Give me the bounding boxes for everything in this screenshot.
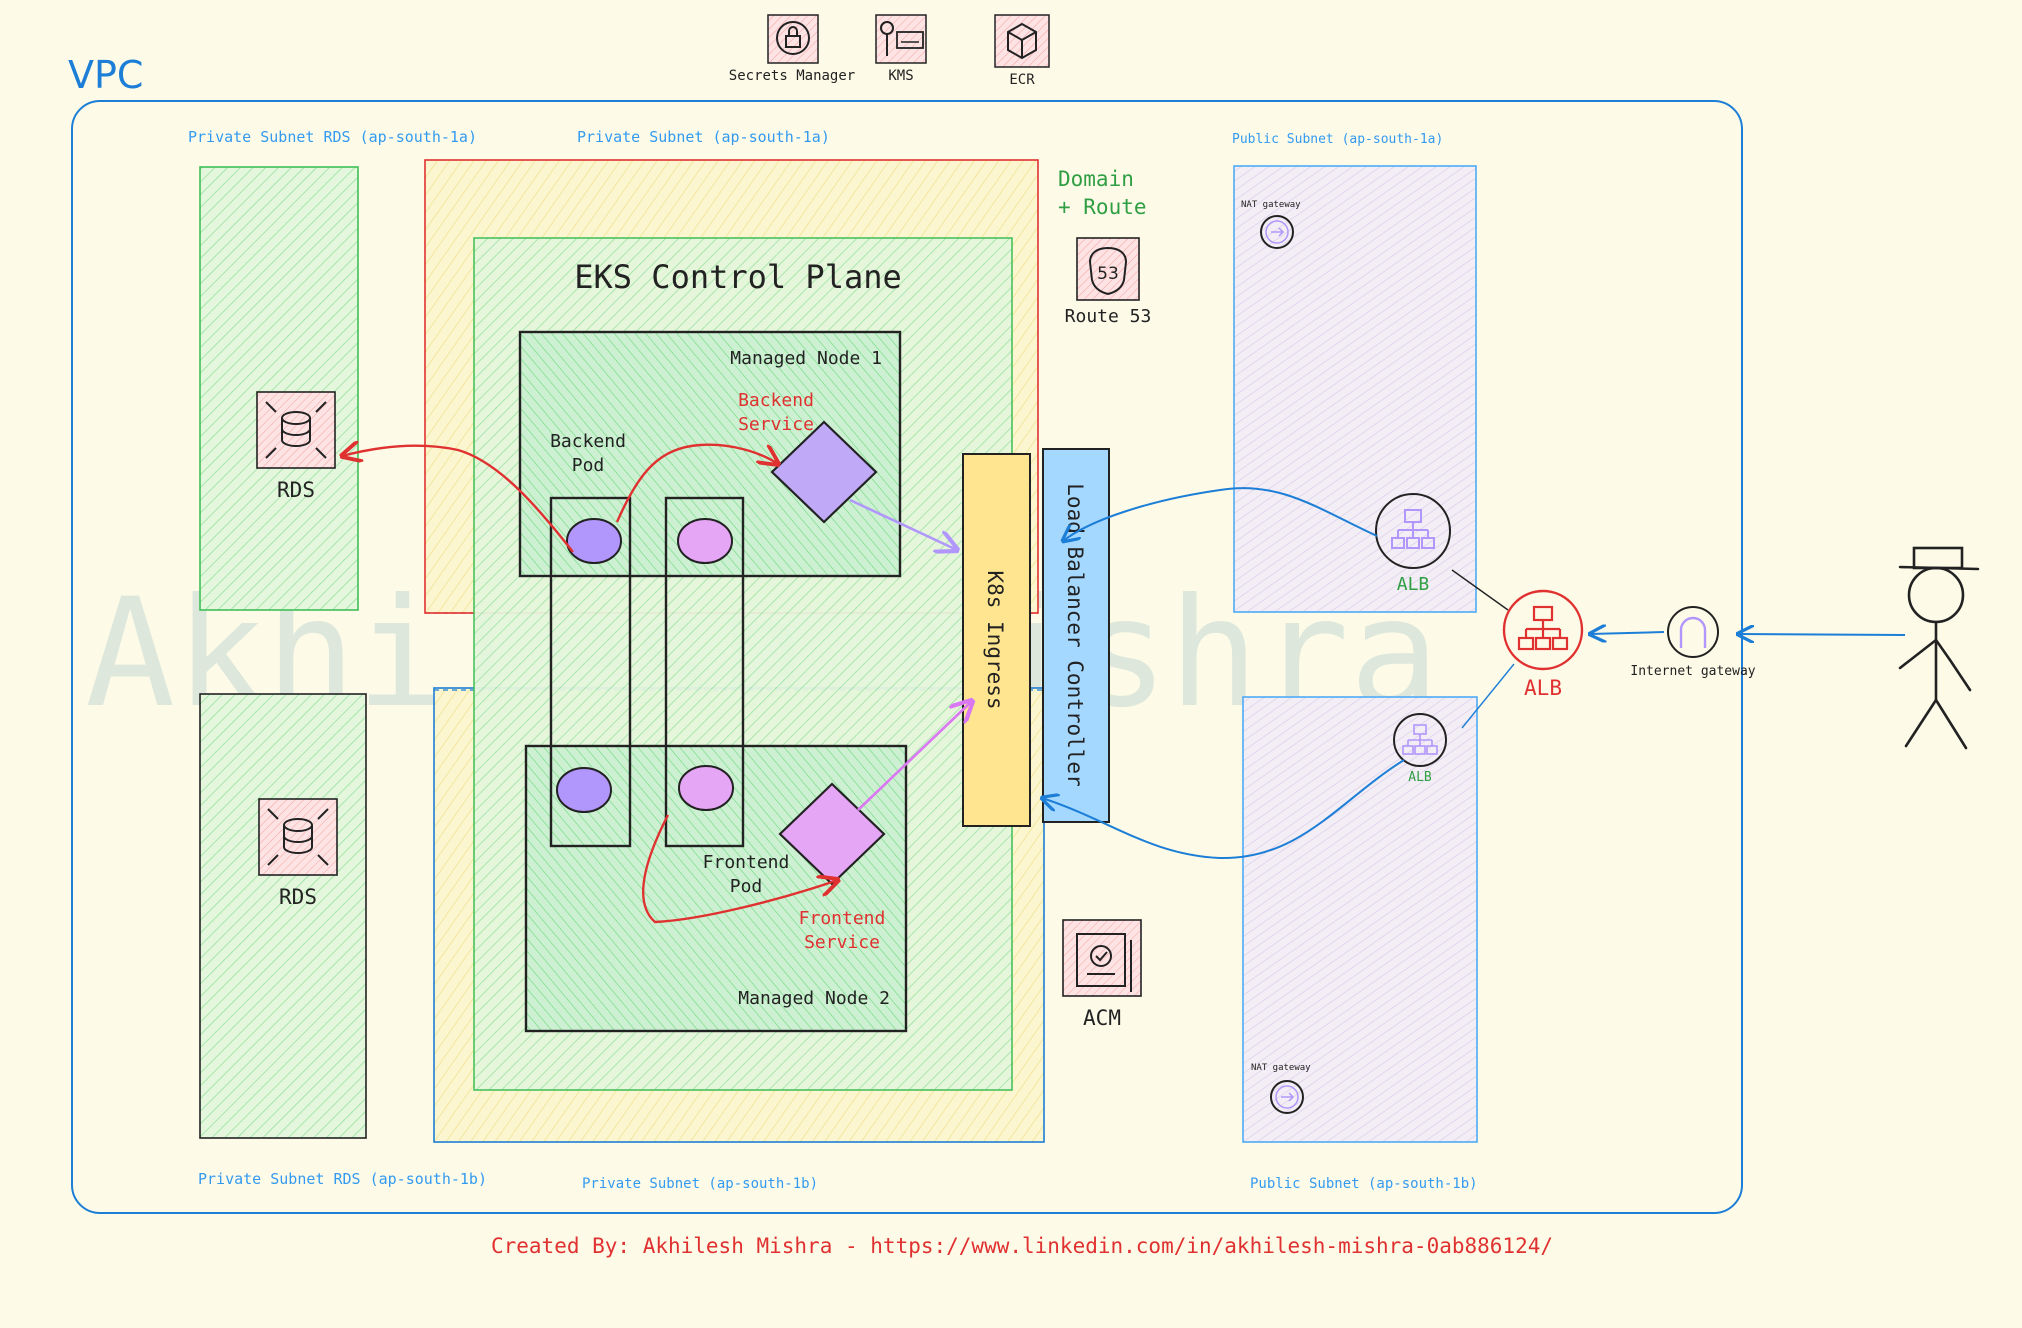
alb-label-main: ALB — [1524, 676, 1562, 700]
domain-label-2: + Route — [1058, 195, 1147, 219]
rds-label-a: RDS — [277, 478, 315, 502]
footer-credit: Created By: Akhilesh Mishra - https://ww… — [491, 1234, 1553, 1258]
arrow-backend-service-to-ingress — [849, 498, 957, 550]
line-alb-b-to-main — [1461, 663, 1515, 729]
ecr-label: ECR — [1009, 72, 1035, 88]
backend-pod-label-2: Pod — [572, 455, 605, 476]
subnet-label-rds-a: Private Subnet RDS (ap-south-1a) — [188, 128, 477, 146]
arrow-frontend-pod-to-service — [642, 814, 838, 924]
alb-label-public-a: ALB — [1397, 574, 1430, 595]
arrow-backend-pod-to-service — [615, 443, 778, 523]
frontend-service-label-1: Frontend — [799, 908, 886, 929]
backend-service-label-2: Service — [738, 414, 814, 435]
subnet-label-private-a: Private Subnet (ap-south-1a) — [577, 128, 830, 146]
route53-badge: 53 — [1097, 264, 1119, 284]
domain-label-1: Domain — [1058, 167, 1134, 191]
frontend-pod-2 — [678, 765, 734, 811]
rds-icon-b — [258, 798, 338, 876]
backend-pod-label-1: Backend — [550, 431, 626, 452]
nat-gateway-label-b: NAT gateway — [1251, 1063, 1311, 1073]
frontend-pod-label-1: Frontend — [703, 852, 790, 873]
subnet-label-private-b: Private Subnet (ap-south-1b) — [582, 1176, 818, 1192]
managed-node-2-label: Managed Node 2 — [738, 988, 890, 1009]
nat-gateway-icon-a — [1260, 215, 1294, 249]
backend-pod-2 — [556, 767, 612, 813]
subnet-label-public-b: Public Subnet (ap-south-1b) — [1250, 1176, 1478, 1192]
load-balancer-controller — [1042, 448, 1110, 823]
rds-icon-a — [256, 391, 336, 469]
arrow-backend-to-rds — [342, 446, 574, 553]
internet-gateway-label: Internet gateway — [1630, 664, 1755, 679]
eks-title: EKS Control Plane — [574, 258, 902, 296]
user-icon — [1898, 546, 1980, 750]
arrow-user-to-igw — [1738, 634, 1906, 635]
rds-subnet-b — [199, 693, 367, 1139]
backend-service-label-1: Backend — [738, 390, 814, 411]
managed-node-1-label: Managed Node 1 — [730, 348, 882, 369]
arrow-alb-b-to-lbc — [1042, 759, 1405, 860]
line-alb-a-to-main — [1451, 569, 1509, 611]
frontend-pod-label-2: Pod — [730, 876, 763, 897]
backend-service — [770, 420, 878, 524]
secrets-manager-icon — [767, 14, 819, 64]
secrets-manager-label: Secrets Manager — [729, 68, 855, 84]
arrow-igw-to-alb — [1590, 632, 1665, 634]
k8s-ingress — [962, 453, 1031, 827]
alb-icon-public-a — [1375, 493, 1451, 569]
frontend-pod-1 — [677, 518, 733, 564]
acm-icon — [1062, 919, 1142, 997]
rds-label-b: RDS — [279, 885, 317, 909]
acm-label: ACM — [1083, 1006, 1121, 1030]
k8s-ingress-label: K8s Ingress — [983, 570, 1007, 709]
alb-label-public-b: ALB — [1408, 770, 1432, 785]
frontend-service-label-2: Service — [804, 932, 880, 953]
kms-label: KMS — [888, 68, 913, 84]
nat-gateway-icon-b — [1270, 1080, 1304, 1114]
route53-icon: 53 — [1076, 237, 1140, 301]
arrow-frontend-service-to-ingress — [857, 701, 972, 811]
subnet-label-rds-b: Private Subnet RDS (ap-south-1b) — [198, 1170, 487, 1188]
vpc-title: VPC — [68, 53, 143, 97]
frontend-deployment — [664, 496, 745, 848]
subnet-label-public-a: Public Subnet (ap-south-1a) — [1232, 132, 1443, 147]
alb-icon-main — [1502, 589, 1584, 671]
arrow-alb-a-to-lbc — [1063, 487, 1378, 541]
vpc-boundary — [71, 100, 1743, 1214]
ecr-icon — [994, 14, 1050, 68]
kms-icon — [875, 14, 927, 64]
backend-deployment — [549, 496, 632, 848]
backend-pod-1 — [566, 518, 622, 564]
alb-icon-public-b — [1393, 713, 1447, 767]
route53-label: Route 53 — [1065, 306, 1152, 327]
nat-gateway-label-a: NAT gateway — [1241, 200, 1301, 210]
public-subnet-a — [1233, 165, 1477, 613]
internet-gateway-icon — [1667, 606, 1719, 658]
rds-subnet-a — [199, 166, 359, 611]
public-subnet-b — [1242, 696, 1478, 1143]
